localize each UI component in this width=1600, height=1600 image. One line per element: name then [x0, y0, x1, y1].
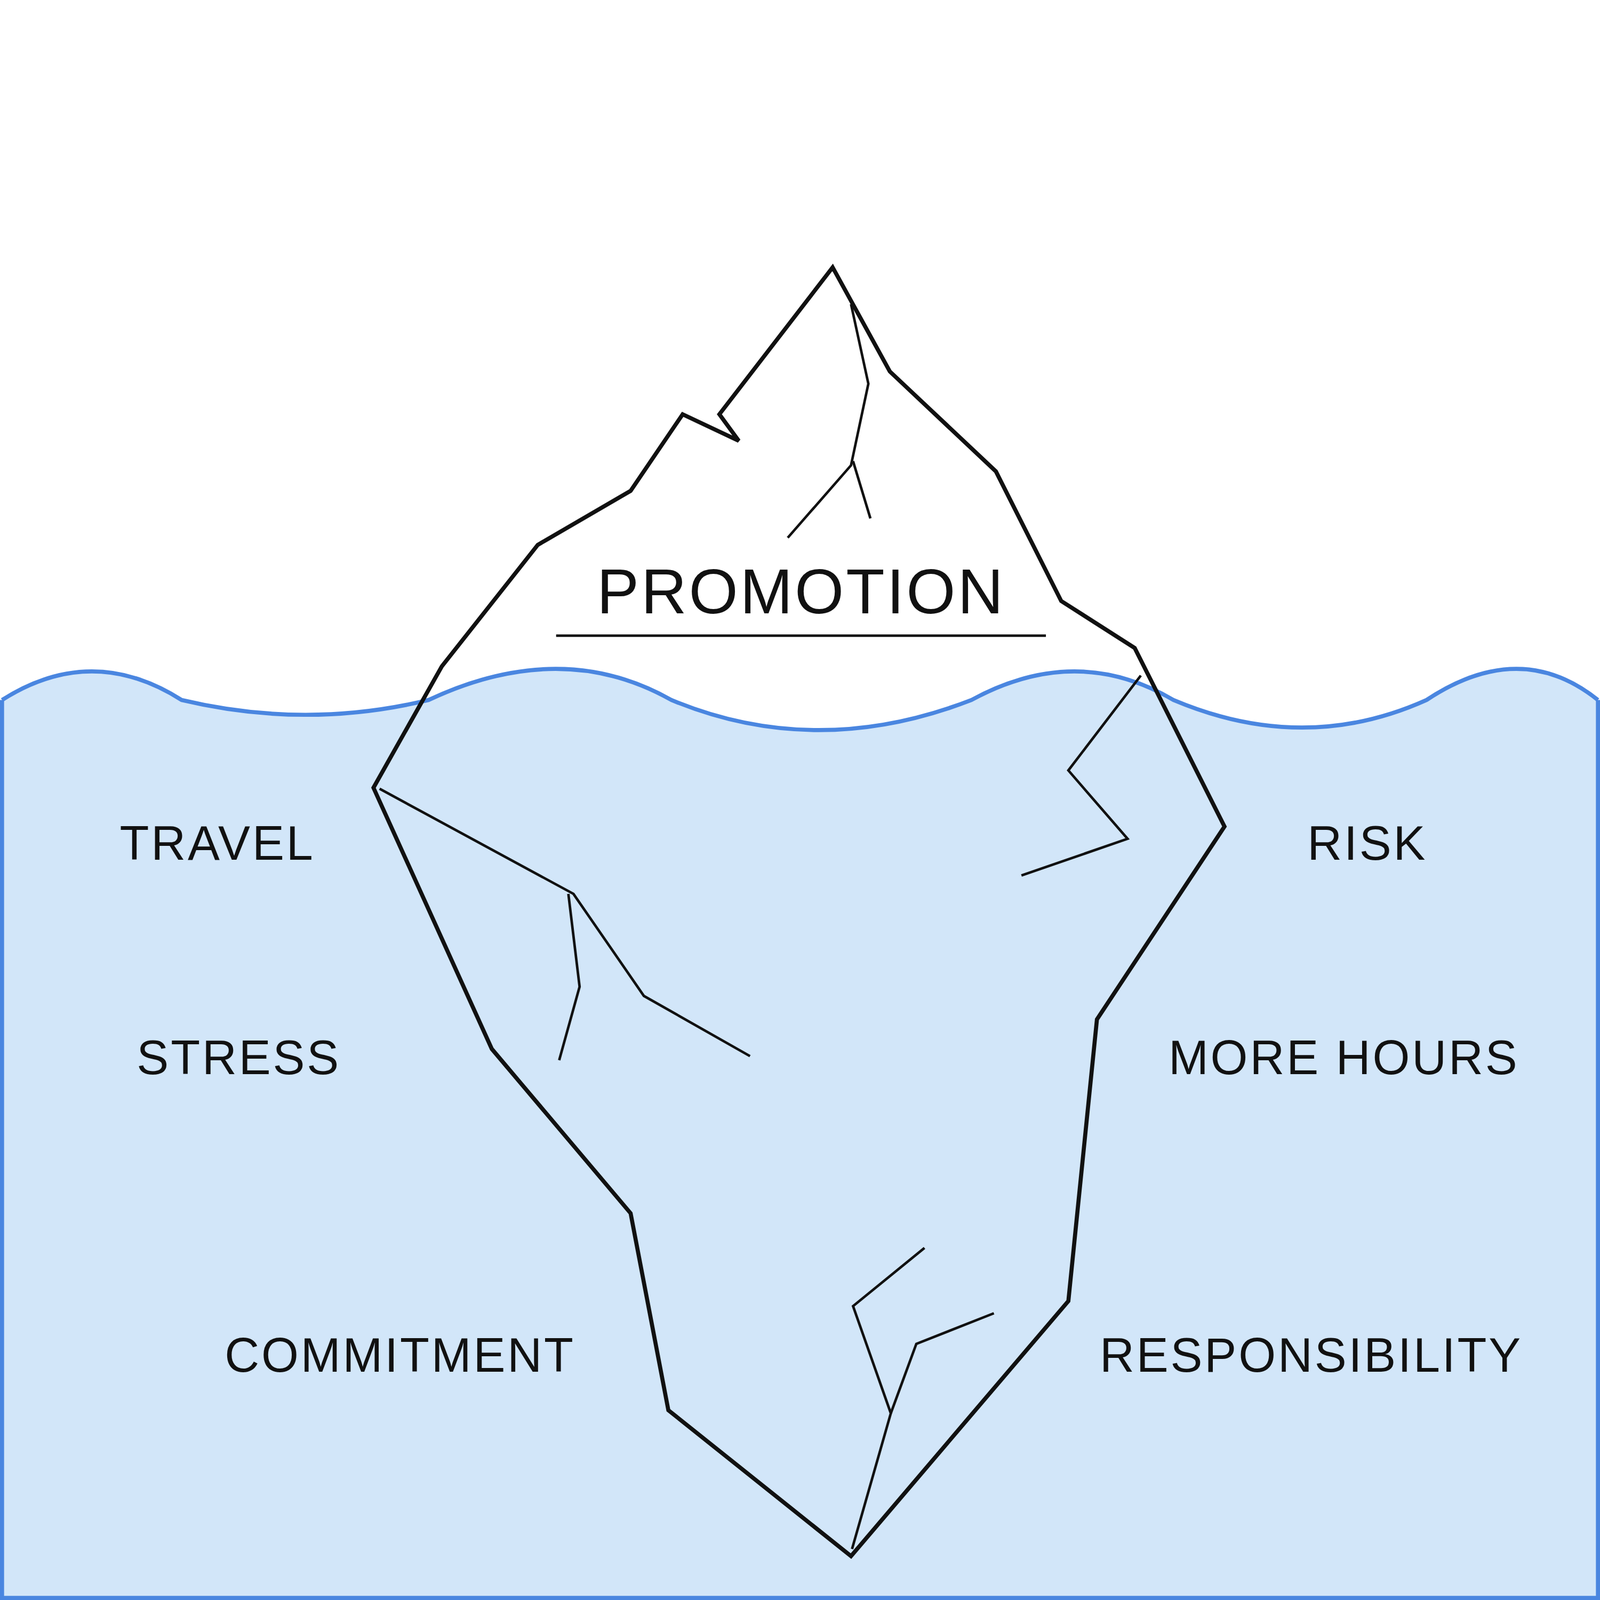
ice-crack — [852, 1248, 925, 1549]
water-body — [2, 668, 1598, 1598]
iceberg-label: TRAVEL — [119, 818, 315, 867]
water-border — [2, 699, 1598, 1598]
ice-crack — [1021, 675, 1141, 876]
iceberg-label: MORE HOURS — [1168, 1033, 1520, 1082]
iceberg-label: COMMITMENT — [224, 1331, 576, 1380]
title-underline — [556, 634, 1046, 638]
iceberg-label: RESPONSIBILITY — [1099, 1331, 1523, 1380]
ice-crack — [852, 461, 871, 519]
ice-crack — [890, 1313, 994, 1414]
iceberg-label: STRESS — [136, 1033, 341, 1082]
iceberg-title: PROMOTION — [596, 560, 1006, 624]
ice-crack — [558, 893, 580, 1061]
ice-crack — [787, 304, 869, 538]
water-surface — [2, 668, 1598, 731]
ice-crack — [379, 788, 751, 1056]
iceberg-label: RISK — [1307, 818, 1428, 867]
